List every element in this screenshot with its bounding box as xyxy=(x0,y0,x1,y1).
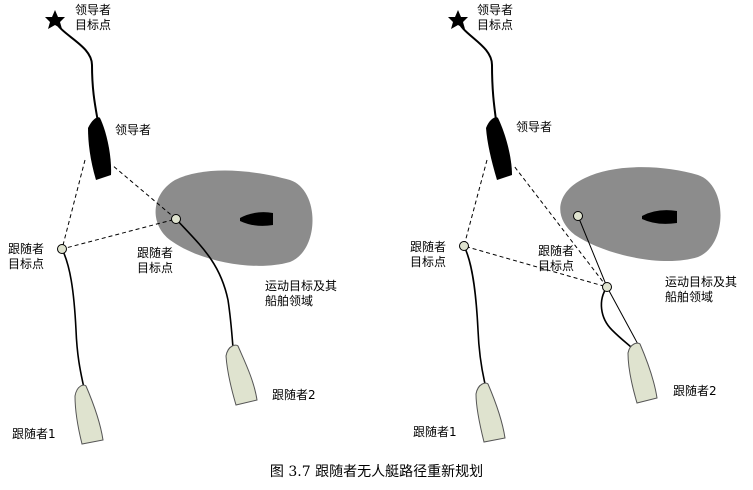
moving-target-boat-left xyxy=(240,212,273,226)
label-follower1-right: 跟随者1 xyxy=(413,424,457,439)
formation-lines-left xyxy=(61,159,178,250)
follower2-boat-right xyxy=(627,342,658,404)
label-leader-right: 领导者 xyxy=(516,120,552,134)
follower1-target-point-left xyxy=(57,244,67,254)
label-follower-target2-left: 跟随者目标点 xyxy=(137,245,173,275)
label-follower2-right: 跟随者2 xyxy=(673,383,717,398)
follower2-path-right xyxy=(600,286,633,349)
ship-domain-left xyxy=(155,170,313,266)
label-moving-target-right: 运动目标及其船舶领域 xyxy=(665,275,737,304)
label-follower-target1-right: 跟随者目标点 xyxy=(410,239,446,269)
follower1-boat-left xyxy=(74,384,104,445)
follower2-boat-left xyxy=(225,344,258,406)
old-target-point-right xyxy=(573,211,583,221)
left-panel: 领导者目标点 领导者 跟随者目标点 跟随者目标点 运动目标及其船舶领域 跟随者1… xyxy=(8,3,337,445)
follower1-path-left xyxy=(61,248,85,389)
moving-target-boat-right xyxy=(642,210,677,224)
label-follower-target2-right: 跟随者目标点 xyxy=(538,243,574,273)
leader-path-right xyxy=(457,19,497,121)
formation-lines-right xyxy=(463,159,609,288)
right-panel: 领导者目标点 领导者 跟随者目标点 跟随者目标点 运动目标及其船舶领域 跟随者1… xyxy=(410,3,737,443)
label-leader-left: 领导者 xyxy=(115,123,151,137)
replanning-figure: 领导者目标点 领导者 跟随者目标点 跟随者目标点 运动目标及其船舶领域 跟随者1… xyxy=(8,3,737,445)
leader-target-star-left xyxy=(45,10,65,29)
label-follower1-left: 跟随者1 xyxy=(12,426,56,441)
follower2-path-left xyxy=(175,218,234,349)
leader-boat-left xyxy=(88,117,112,180)
label-leader-target-right: 领导者目标点 xyxy=(477,3,513,32)
label-leader-target-left: 领导者目标点 xyxy=(75,3,111,32)
follower1-path-right xyxy=(463,245,487,389)
follower1-target-point-right xyxy=(459,241,469,251)
figure-caption: 图 3.7 跟随者无人艇路径重新规划 xyxy=(269,464,484,480)
label-moving-target-left: 运动目标及其船舶领域 xyxy=(265,279,337,308)
follower2-target-point-left xyxy=(171,214,181,224)
label-follower2-left: 跟随者2 xyxy=(272,387,316,402)
follower2-target-point-right xyxy=(602,282,612,292)
leader-boat-right xyxy=(486,117,512,180)
follower1-boat-right xyxy=(475,382,506,443)
leader-target-star-right xyxy=(448,10,468,29)
leader-path-left xyxy=(54,19,99,123)
label-follower-target1-left: 跟随者目标点 xyxy=(8,241,44,271)
ship-domain-right xyxy=(560,167,721,262)
